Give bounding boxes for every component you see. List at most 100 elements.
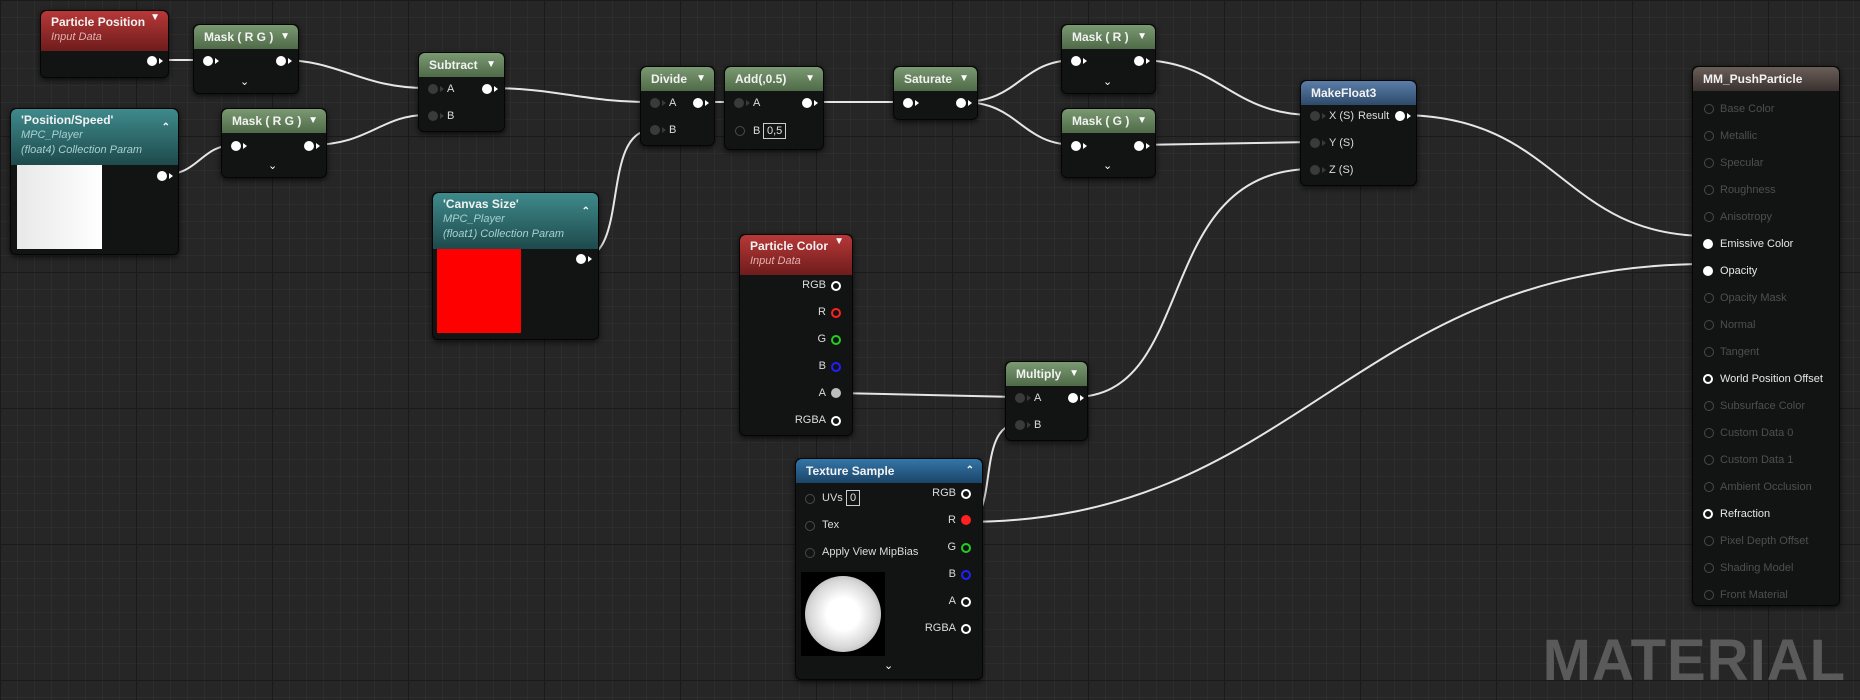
node-header[interactable]: Subtract ▼ [419,53,504,77]
node-header[interactable]: Divide ▼ [641,67,714,91]
chevron-up-icon[interactable]: ⌃ [581,206,590,217]
input-pin-y[interactable] [1310,138,1320,148]
output-pin-g[interactable] [831,335,841,345]
input-pin[interactable] [903,98,913,108]
material-input-pin[interactable] [1704,482,1714,492]
expand-chevron-icon[interactable]: ⌄ [884,660,894,672]
output-pin[interactable] [576,254,586,264]
expand-chevron-icon[interactable]: ⌄ [1103,76,1113,88]
chevron-down-icon[interactable]: ▼ [1069,368,1079,379]
material-input-pin[interactable] [1704,131,1714,141]
material-input-pin[interactable] [1704,185,1714,195]
node-makefloat3[interactable]: MakeFloat3 X (S) Result Y (S) Z (S) [1300,80,1417,186]
node-header[interactable]: Mask ( R G ) ▼ [194,25,298,49]
input-pin-a[interactable] [428,84,438,94]
b-value-field[interactable]: 0,5 [763,123,787,139]
input-pin-b[interactable] [650,125,660,135]
node-particle-color[interactable]: Particle Color Input Data ▼ RGB R G B A … [739,234,853,436]
chevron-down-icon[interactable]: ▼ [834,236,844,247]
material-input-pin[interactable] [1704,401,1714,411]
node-header[interactable]: MakeFloat3 [1301,81,1416,105]
input-pin-a[interactable] [1015,393,1025,403]
node-multiply[interactable]: Multiply ▼ A B [1005,361,1088,441]
output-pin[interactable] [1134,141,1144,151]
chevron-up-icon[interactable]: ⌃ [965,465,974,476]
output-pin[interactable] [1134,56,1144,66]
material-input-pin[interactable] [1704,212,1714,222]
input-pin[interactable] [1071,141,1081,151]
node-header[interactable]: Mask ( R G ) ▼ [222,109,326,133]
node-mask-rg-1[interactable]: Mask ( R G ) ▼ ⌄ [193,24,299,94]
output-pin[interactable] [956,98,966,108]
node-mask-rg-2[interactable]: Mask ( R G ) ▼ ⌄ [221,108,327,178]
node-divide[interactable]: Divide ▼ A B [640,66,715,146]
input-pin-b[interactable] [1015,420,1025,430]
chevron-down-icon[interactable]: ▼ [150,12,160,23]
output-pin[interactable] [482,84,492,94]
output-pin-a[interactable] [961,597,971,607]
node-position-speed[interactable]: 'Position/Speed' MPC_Player (float4) Col… [10,108,179,255]
input-pin-x[interactable] [1310,111,1320,121]
output-pin-result[interactable] [1395,111,1405,121]
material-input-pin[interactable] [1704,104,1714,114]
input-pin-a[interactable] [734,98,744,108]
node-header[interactable]: Mask ( G ) ▼ [1062,109,1155,133]
node-header[interactable]: 'Position/Speed' MPC_Player (float4) Col… [11,109,178,165]
output-pin-rgb[interactable] [831,281,841,291]
material-input-pin[interactable] [1704,563,1714,573]
output-pin-a[interactable] [831,388,841,398]
material-input-pin[interactable] [1703,239,1713,249]
node-mask-g[interactable]: Mask ( G ) ▼ ⌄ [1061,108,1156,178]
chevron-down-icon[interactable]: ▼ [696,73,706,84]
output-pin-r[interactable] [831,308,841,318]
output-pin[interactable] [147,56,157,66]
material-input-pin[interactable] [1704,158,1714,168]
node-header[interactable]: Texture Sample ⌃ [796,459,982,483]
material-input-pin[interactable] [1704,428,1714,438]
output-pin-b[interactable] [961,570,971,580]
material-input-pin[interactable] [1704,455,1714,465]
output-pin[interactable] [276,56,286,66]
material-input-pin[interactable] [1703,266,1713,276]
input-pin-tex[interactable] [805,521,815,531]
input-pin-b[interactable] [428,111,438,121]
node-particle-position[interactable]: Particle Position Input Data ▼ [40,10,169,78]
output-pin[interactable] [157,171,167,181]
node-header[interactable]: MM_PushParticle [1693,67,1839,91]
chevron-down-icon[interactable]: ▼ [486,59,496,70]
input-pin-b[interactable] [735,126,745,136]
output-pin-g[interactable] [961,543,971,553]
output-pin-rgba[interactable] [831,416,841,426]
node-texture-sample[interactable]: Texture Sample ⌃ UVs 0 Tex Apply View Mi… [795,458,983,680]
node-mask-r[interactable]: Mask ( R ) ▼ ⌄ [1061,24,1156,94]
input-pin[interactable] [231,141,241,151]
uvs-value-field[interactable]: 0 [846,490,861,506]
output-pin-rgba[interactable] [961,624,971,634]
input-pin[interactable] [1071,56,1081,66]
chevron-down-icon[interactable]: ▼ [805,73,815,84]
node-header[interactable]: Mask ( R ) ▼ [1062,25,1155,49]
input-pin-z[interactable] [1310,165,1320,175]
chevron-down-icon[interactable]: ▼ [959,73,969,84]
expand-chevron-icon[interactable]: ⌄ [268,160,278,172]
node-subtract[interactable]: Subtract ▼ A B [418,52,505,132]
chevron-down-icon[interactable]: ▼ [1137,31,1147,42]
output-pin-r[interactable] [961,515,971,525]
material-input-pin[interactable] [1704,590,1714,600]
output-pin[interactable] [802,98,812,108]
input-pin-mipbias[interactable] [805,548,815,558]
expand-chevron-icon[interactable]: ⌄ [240,76,250,88]
output-pin[interactable] [693,98,703,108]
material-input-pin[interactable] [1704,293,1714,303]
node-header[interactable]: Saturate ▼ [894,67,977,91]
input-pin[interactable] [203,56,213,66]
material-input-pin[interactable] [1704,536,1714,546]
input-pin-a[interactable] [650,98,660,108]
node-header[interactable]: Particle Position Input Data ▼ [41,11,168,51]
expand-chevron-icon[interactable]: ⌄ [1103,160,1113,172]
input-pin-uvs[interactable] [805,494,815,504]
material-input-pin[interactable] [1703,374,1713,384]
output-pin-rgb[interactable] [961,489,971,499]
material-input-pin[interactable] [1704,347,1714,357]
